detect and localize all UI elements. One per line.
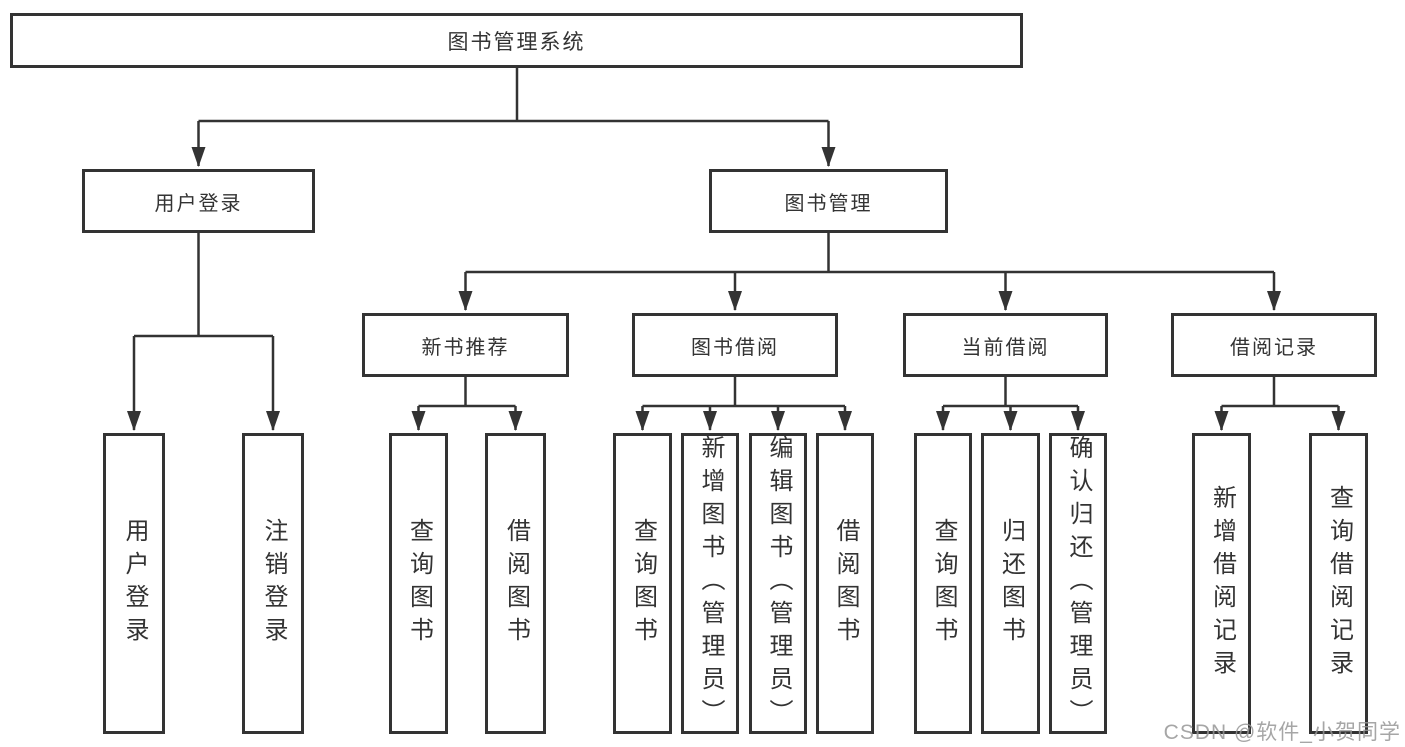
leaf-recommend-borrow-books-label: 借阅图书 xyxy=(502,517,530,650)
leaf-logout-label: 注销登录 xyxy=(260,517,287,650)
connector-book-management-to-level3 xyxy=(458,233,1281,311)
leaf-borrow-add-books-admin-label: 新增图书（管理员） xyxy=(697,435,724,732)
leaf-records-add-record: 新增借阅记录 xyxy=(1192,433,1251,734)
leaf-borrow-borrow-books-label: 借阅图书 xyxy=(832,517,859,650)
leaf-recommend-query-books-label: 查询图书 xyxy=(405,517,433,650)
leaf-borrow-add-books-admin: 新增图书（管理员） xyxy=(681,433,739,734)
leaf-borrow-edit-books-admin: 编辑图书（管理员） xyxy=(749,433,807,734)
leaf-records-query-record-label: 查询借阅记录 xyxy=(1325,484,1353,683)
leaf-current-query-books: 查询图书 xyxy=(914,433,972,734)
node-library-management-system: 图书管理系统 xyxy=(10,13,1023,68)
node-new-book-recommend: 新书推荐 xyxy=(362,313,569,377)
leaf-current-query-books-label: 查询图书 xyxy=(930,517,957,650)
node-book-borrow: 图书借阅 xyxy=(632,313,838,377)
leaf-recommend-query-books: 查询图书 xyxy=(389,433,448,734)
node-book-management: 图书管理 xyxy=(709,169,948,233)
connector-records-to-leaves xyxy=(1214,377,1346,431)
leaf-borrow-query-books: 查询图书 xyxy=(613,433,672,734)
leaf-user-login: 用户登录 xyxy=(103,433,165,734)
leaf-logout: 注销登录 xyxy=(242,433,304,734)
leaf-records-add-record-label: 新增借阅记录 xyxy=(1208,484,1236,683)
csdn-watermark: CSDN @软件_小贺同学 xyxy=(1163,721,1401,744)
node-borrow-records: 借阅记录 xyxy=(1171,313,1377,377)
connector-root-to-level2 xyxy=(191,67,836,167)
leaf-borrow-query-books-label: 查询图书 xyxy=(629,517,657,650)
connector-recommend-to-leaves xyxy=(411,377,523,431)
connector-user-login-to-leaves xyxy=(127,233,280,431)
leaf-current-confirm-return-admin-label: 确认归还（管理员） xyxy=(1065,435,1092,732)
connector-current-to-leaves xyxy=(936,377,1085,431)
leaf-recommend-borrow-books: 借阅图书 xyxy=(485,433,546,734)
leaf-borrow-borrow-books: 借阅图书 xyxy=(816,433,874,734)
node-user-login: 用户登录 xyxy=(82,169,315,233)
node-current-borrow: 当前借阅 xyxy=(903,313,1108,377)
leaf-user-login-label: 用户登录 xyxy=(121,517,148,650)
leaf-current-return-books: 归还图书 xyxy=(981,433,1040,734)
leaf-current-confirm-return-admin: 确认归还（管理员） xyxy=(1049,433,1107,734)
connector-borrow-to-leaves xyxy=(635,377,852,431)
leaf-current-return-books-label: 归还图书 xyxy=(997,517,1025,650)
leaf-records-query-record: 查询借阅记录 xyxy=(1309,433,1368,734)
leaf-borrow-edit-books-admin-label: 编辑图书（管理员） xyxy=(765,435,792,732)
